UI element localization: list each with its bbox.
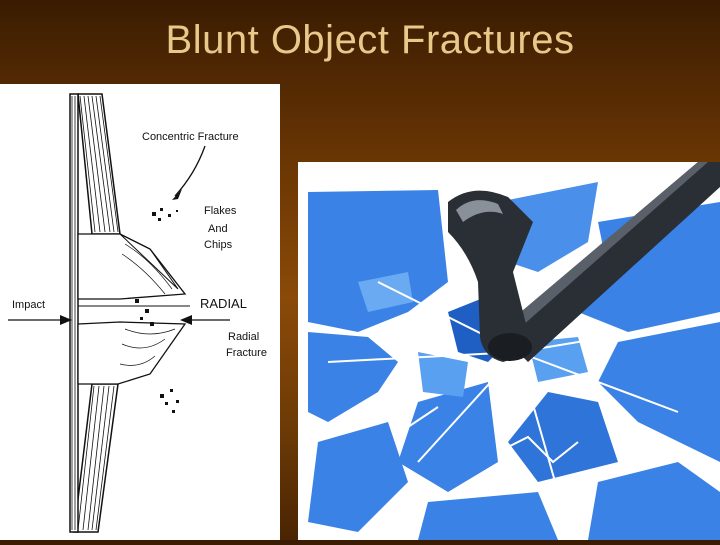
hammer-glass-illustration <box>298 162 720 540</box>
label-chips: Chips <box>204 239 233 251</box>
label-radial: Radial <box>228 331 259 343</box>
fracture-diagram-svg: Concentric Fracture Flakes And Chips Imp… <box>8 93 267 533</box>
hammer <box>448 162 720 362</box>
label-radial-caps: RADIAL <box>200 296 247 311</box>
label-flakes: Flakes <box>204 205 237 217</box>
label-impact: Impact <box>12 299 45 311</box>
label-concentric-fracture: Concentric Fracture <box>142 131 239 143</box>
glass-edge <box>69 93 190 533</box>
chips <box>135 208 179 413</box>
label-fracture: Fracture <box>226 347 267 359</box>
label-and: And <box>208 223 228 235</box>
fracture-diagram: Concentric Fracture Flakes And Chips Imp… <box>0 84 280 540</box>
slide-title: Blunt Object Fractures <box>165 18 575 62</box>
hammer-glass-svg <box>298 162 720 540</box>
